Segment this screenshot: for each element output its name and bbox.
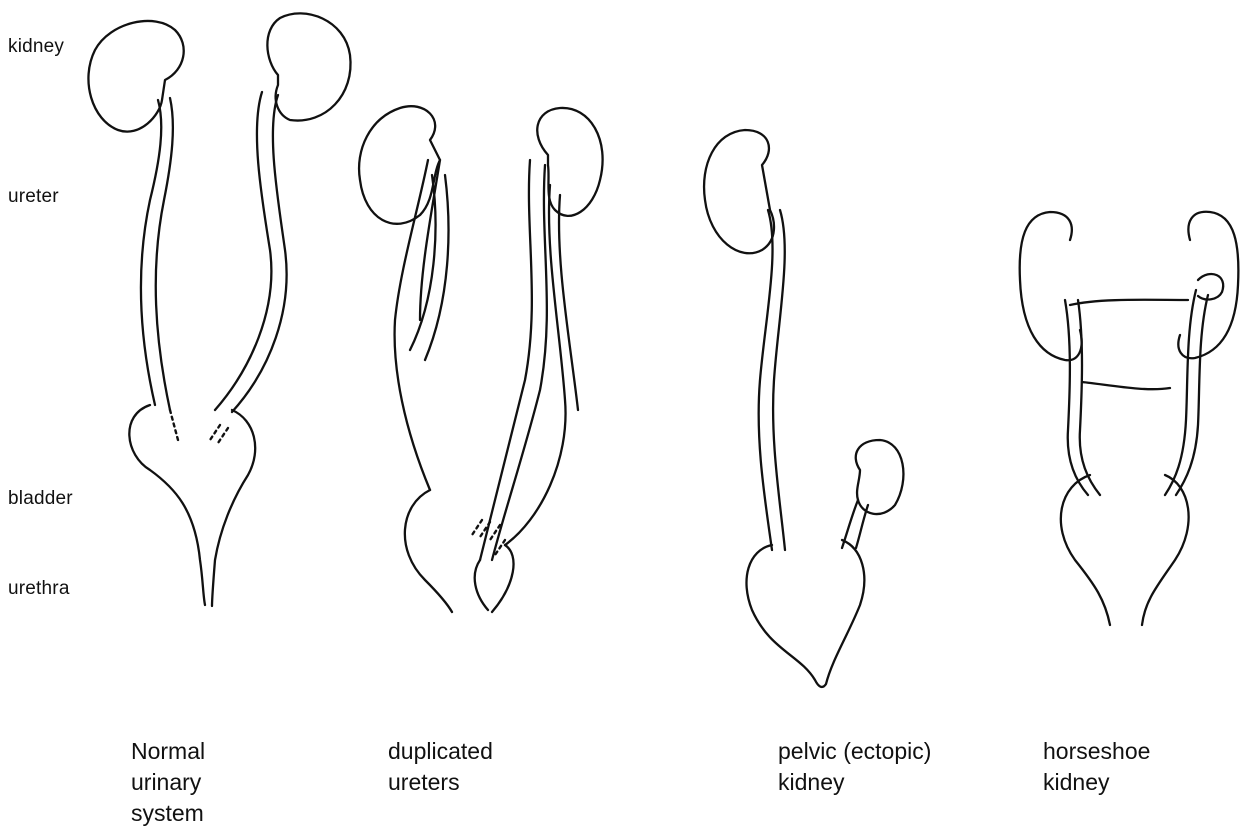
horseshoe-right-pelvis — [1198, 274, 1223, 299]
horseshoe-isthmus — [1070, 300, 1188, 389]
normal-bladder-urethra — [129, 405, 255, 606]
dup-intramural — [472, 520, 505, 555]
dup-left-ureters — [395, 160, 449, 490]
horseshoe-bladder-urethra — [1061, 475, 1189, 625]
normal-right-intramural — [210, 425, 228, 443]
normal-left-ureter — [141, 98, 173, 410]
normal-left-intramural — [170, 410, 178, 440]
caption-normal-urinary-system: Normal urinary system — [131, 736, 205, 829]
horseshoe-right-kidney — [1178, 212, 1238, 358]
caption-pelvic-kidney: pelvic (ectopic) kidney — [778, 736, 931, 798]
pelvic-kidney-figure — [704, 130, 903, 687]
caption-horseshoe-kidney: horseshoe kidney — [1043, 736, 1150, 798]
caption-duplicated-ureters: duplicated ureters — [388, 736, 493, 798]
normal-right-kidney — [267, 13, 350, 120]
dup-right-ureters — [480, 160, 578, 560]
horseshoe-kidney-figure — [1020, 212, 1239, 625]
pelvic-ectopic-kidney — [856, 440, 904, 514]
normal-urinary-system-figure — [88, 13, 350, 606]
pelvic-bladder — [746, 540, 864, 687]
horseshoe-left-kidney — [1020, 212, 1082, 360]
pelvic-upper-ureter — [759, 210, 785, 550]
normal-right-ureter — [215, 92, 287, 412]
pelvic-upper-kidney — [704, 130, 774, 253]
dup-right-kidney — [537, 108, 602, 216]
normal-left-kidney — [88, 21, 183, 132]
horseshoe-ureters — [1065, 290, 1208, 495]
duplicated-ureters-figure — [359, 106, 603, 612]
